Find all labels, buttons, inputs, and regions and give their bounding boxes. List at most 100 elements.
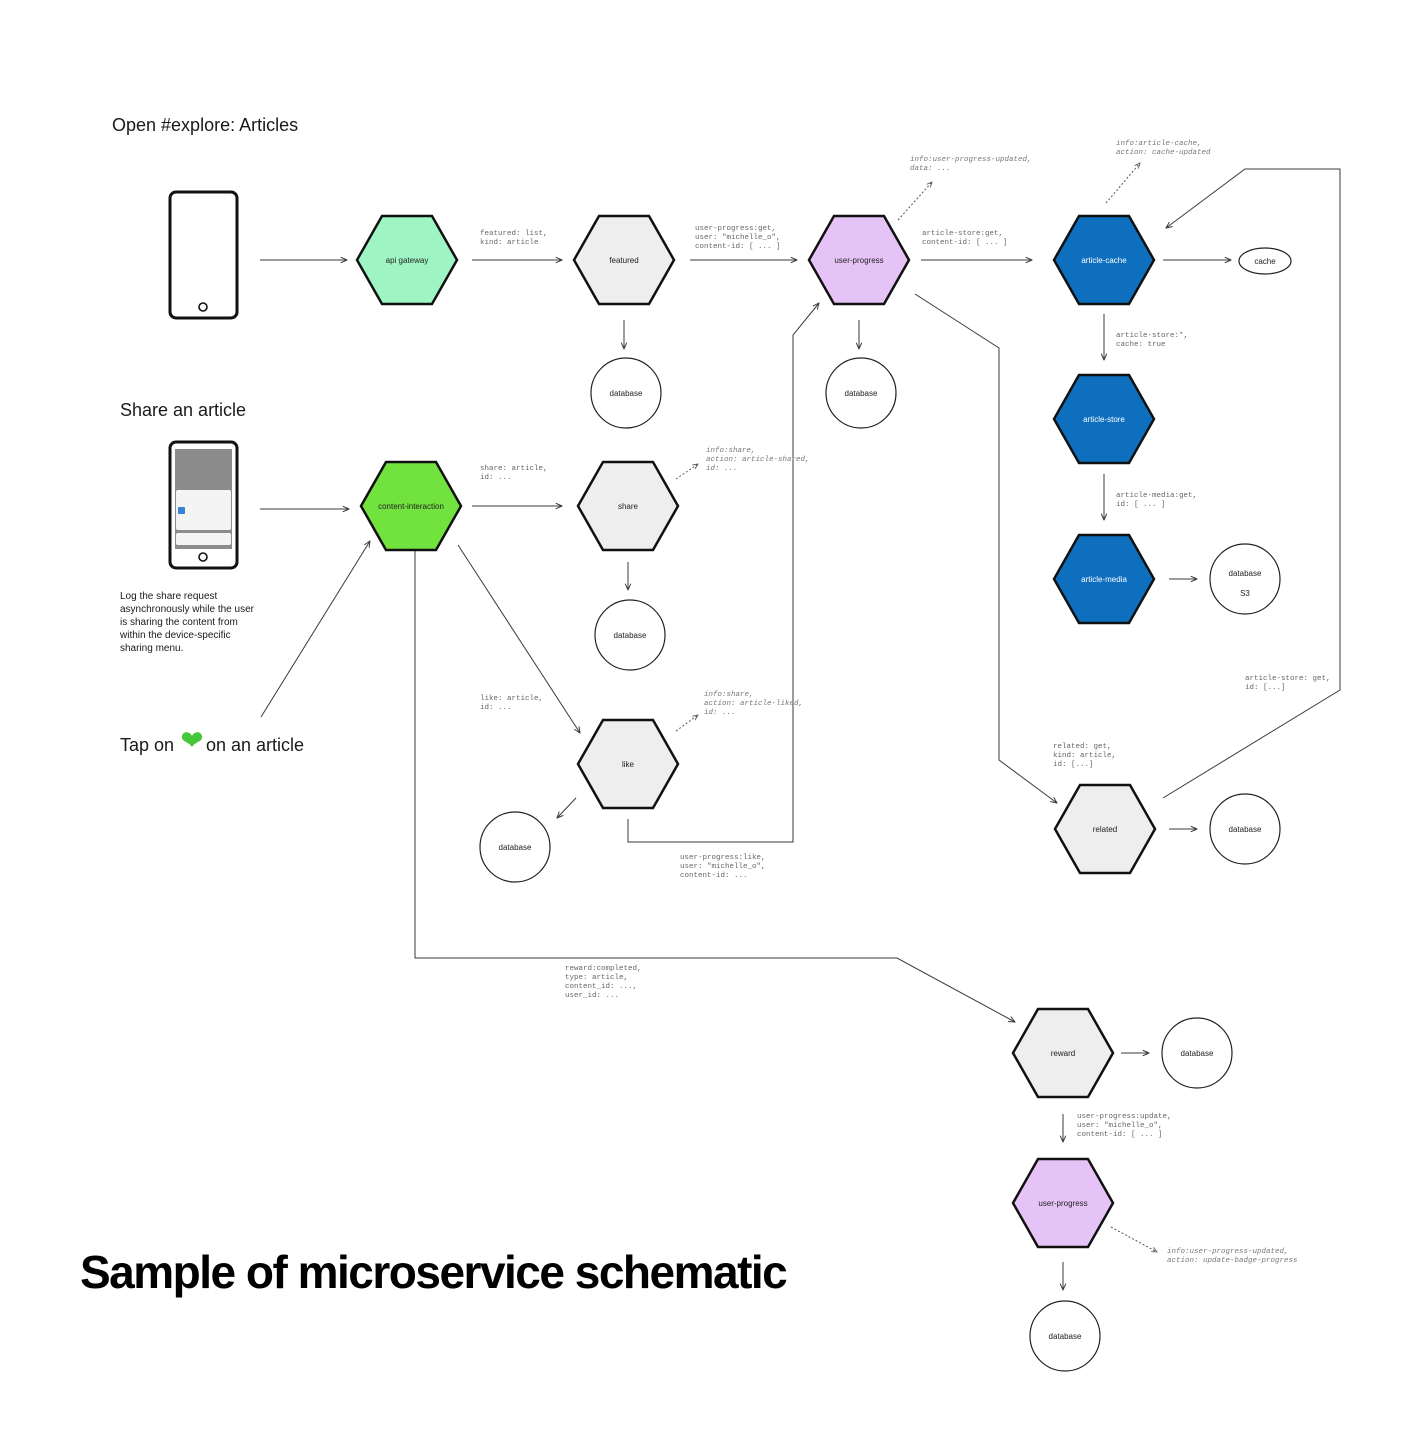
label-share-request: share: article, id: ... [480,465,548,482]
label-user-progress-update: user-progress:update, user: "michelle_o"… [1077,1113,1172,1139]
svg-text:api gateway: api gateway [386,256,429,265]
svg-text:id: ...: id: ... [480,704,512,712]
svg-text:user-progress: user-progress [834,256,883,265]
label-article-store-get: article-store:get, content-id: [ ... ] [922,230,1008,247]
svg-text:within the device-specific: within the device-specific [119,630,231,641]
node-featured: featured [572,214,676,306]
svg-text:content_id: ...,: content_id: ..., [565,983,637,991]
svg-text:action: update-badge-progress: action: update-badge-progress [1167,1257,1298,1265]
svg-text:related: get,: related: get, [1053,743,1112,751]
svg-text:content-id: [ ... ]: content-id: [ ... ] [695,243,781,251]
svg-text:is sharing the content from: is sharing the content from [120,617,238,628]
svg-text:share: article,: share: article, [480,465,548,473]
svg-text:user-progress: user-progress [1038,1199,1087,1208]
svg-text:article-store: article-store [1083,415,1125,424]
node-user-progress-2: user-progress [1011,1157,1115,1249]
svg-text:like: like [622,760,635,769]
svg-text:share: share [618,502,639,511]
node-article-media: article-media [1052,533,1156,625]
scenario-explore-heading: Open #explore: Articles [112,115,298,135]
node-article-store: article-store [1052,373,1156,465]
node-share: share [576,460,680,552]
node-reward: reward [1011,1007,1115,1099]
page-title: Sample of microservice schematic [80,1246,787,1298]
cache-store: cache [1238,247,1292,275]
svg-text:kind: article: kind: article [480,239,539,247]
svg-text:content-id: [ ... ]: content-id: [ ... ] [922,239,1008,247]
svg-text:database: database [610,389,643,398]
database-user-progress: database [825,357,897,429]
label-user-progress-event: info:user-progress-updated, data: ... [910,156,1032,173]
database-s3: database S3 [1209,543,1281,615]
svg-text:featured: list,: featured: list, [480,230,548,238]
svg-text:database: database [1049,1332,1082,1341]
label-related-request: related: get, kind: article, id: [...] [1053,743,1116,769]
scenario-share-heading: Share an article [120,400,246,420]
svg-text:cache: true: cache: true [1116,341,1166,349]
svg-text:action: article-shared,: action: article-shared, [706,456,810,464]
database-featured: database [590,357,662,429]
svg-text:content-id: ...: content-id: ... [680,872,748,880]
label-cache-event: info:article-cache, action: cache-update… [1116,140,1211,157]
node-like: like [576,718,680,810]
label-user-progress-get: user-progress:get, user: "michelle_o", c… [695,225,781,251]
svg-text:database: database [499,843,532,852]
svg-text:featured: featured [609,256,638,265]
node-user-progress: user-progress [807,214,911,306]
svg-text:id: ...: id: ... [704,709,736,717]
label-featured-request: featured: list, kind: article [480,230,548,247]
svg-text:user_id: ...: user_id: ... [565,992,619,1000]
svg-text:id: [...]: id: [...] [1245,684,1286,692]
scenario-tap-heading-prefix: Tap on [120,735,174,755]
green-heart-icon [181,732,203,747]
svg-text:article-cache: article-cache [1081,256,1127,265]
svg-text:asynchronously while the user: asynchronously while the user [120,604,255,615]
database-reward: database [1161,1017,1233,1089]
label-badge-event: info:user-progress-updated, action: upda… [1167,1248,1298,1265]
label-user-progress-like: user-progress:like, user: "michelle_o", … [680,854,766,880]
scenario-tap-heading-suffix: on an article [206,735,304,755]
node-article-cache: article-cache [1052,214,1156,306]
database-share: database [594,599,666,671]
svg-text:info:user-progress-updated,: info:user-progress-updated, [910,156,1032,164]
svg-text:Log the share request: Log the share request [120,591,218,602]
svg-text:data: ...: data: ... [910,165,951,173]
svg-text:like: article,: like: article, [480,695,543,703]
svg-text:action: article-liked,: action: article-liked, [704,700,803,708]
svg-text:sharing menu.: sharing menu. [120,643,183,654]
svg-text:database: database [1229,825,1262,834]
svg-text:content-interaction: content-interaction [378,502,444,511]
svg-text:id: ...: id: ... [480,474,512,482]
phone-share-sheet-icon [168,440,239,570]
svg-text:info:user-progress-updated,: info:user-progress-updated, [1167,1248,1289,1256]
node-api-gateway: api gateway [355,214,459,306]
label-like-event: info:share, action: article-liked, id: .… [704,691,803,717]
label-like-request: like: article, id: ... [480,695,543,712]
svg-text:reward:completed,: reward:completed, [565,965,642,973]
svg-text:id: ...: id: ... [706,465,738,473]
svg-text:user-progress:like,: user-progress:like, [680,854,766,862]
database-related: database [1209,793,1281,865]
svg-text:action: cache-updated: action: cache-updated [1116,149,1211,157]
svg-text:kind: article,: kind: article, [1053,752,1116,760]
svg-text:user: "michelle_o",: user: "michelle_o", [695,234,781,242]
label-reward-completed: reward:completed, type: article, content… [565,965,642,1000]
node-related: related [1053,783,1157,875]
svg-text:article-store:*,: article-store:*, [1116,332,1188,340]
svg-text:database: database [1229,569,1262,578]
svg-text:article-store:get,: article-store:get, [922,230,1003,238]
svg-text:database: database [845,389,878,398]
svg-text:info:article-cache,: info:article-cache, [1116,140,1202,148]
svg-text:article-media: article-media [1081,575,1127,584]
svg-text:article-media:get,: article-media:get, [1116,492,1197,500]
label-store-get-id: article-store: get, id: [...] [1245,675,1331,692]
connectors [260,168,1341,1290]
svg-text:user-progress:update,: user-progress:update, [1077,1113,1172,1121]
svg-text:user-progress:get,: user-progress:get, [695,225,776,233]
node-content-interaction: content-interaction [359,460,463,552]
svg-text:cache: cache [1254,257,1276,266]
svg-text:related: related [1093,825,1117,834]
svg-text:info:share,: info:share, [704,691,754,699]
svg-text:id: [...]: id: [...] [1053,761,1094,769]
label-store-cache: article-store:*, cache: true [1116,332,1188,349]
